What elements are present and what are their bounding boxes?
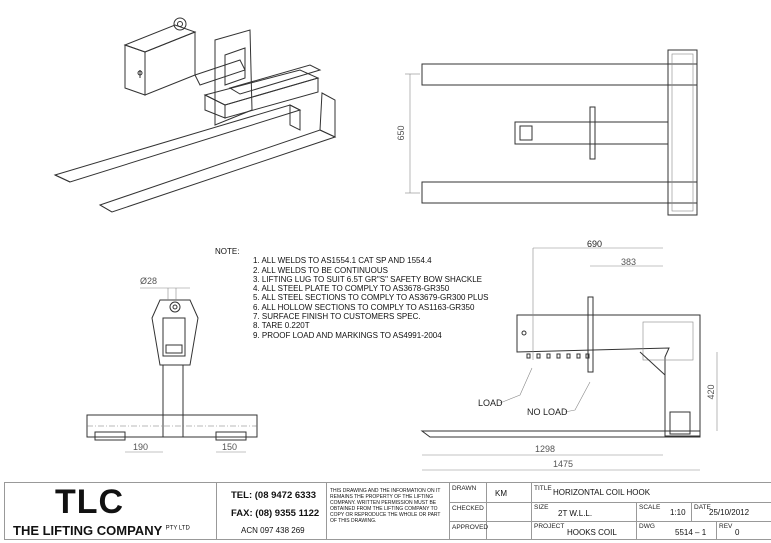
- approved-label: APPROVED: [452, 524, 489, 531]
- side-view: 690 383 420 1298 1475 LOAD NO LOAD: [420, 239, 718, 471]
- front-view: Ø28 190 150: [86, 276, 258, 453]
- top-view: 650: [396, 49, 698, 216]
- load-label: LOAD: [478, 398, 503, 408]
- info-col: [531, 483, 532, 540]
- dim-150: 150: [222, 442, 237, 452]
- dim-690: 690: [587, 239, 602, 249]
- fax: FAX: (08) 9355 1122: [231, 508, 320, 519]
- company-name: THE LIFTING COMPANY PTY LTD: [13, 523, 190, 538]
- note-item: 2. ALL WELDS TO BE CONTINUOUS: [253, 265, 388, 275]
- note-item: 7. SURFACE FINISH TO CUSTOMERS SPEC.: [253, 312, 421, 322]
- date-label: DATE: [694, 504, 711, 511]
- no-load-label: NO LOAD: [527, 407, 568, 417]
- scale-label: SCALE: [639, 504, 661, 511]
- note-item: 9. PROOF LOAD AND MARKINGS TO AS4991-200…: [253, 330, 442, 340]
- note-item: 8. TARE 0.220T: [253, 321, 310, 331]
- sign-col: [449, 483, 450, 540]
- dim-190: 190: [133, 442, 148, 452]
- company-label: THE LIFTING COMPANY: [13, 523, 163, 538]
- title-value: HORIZONTAL COIL HOOK: [553, 488, 651, 497]
- dim-383: 383: [621, 257, 636, 267]
- scale-value: 1:10: [670, 508, 686, 517]
- note-item: 1. ALL WELDS TO AS1554.1 CAT SP AND 1554…: [253, 256, 432, 266]
- row-divider: [449, 521, 771, 522]
- note-item: 6. ALL HOLLOW SECTIONS TO COMPLY TO AS11…: [253, 302, 475, 312]
- date-value: 25/10/2012: [709, 508, 750, 517]
- notes-heading: NOTE:: [215, 247, 240, 256]
- size-label: SIZE: [534, 504, 549, 511]
- date-col: [691, 502, 692, 521]
- dim-650: 650: [396, 125, 406, 140]
- sign-value-col: [486, 483, 487, 540]
- note-item: 4. ALL STEEL PLATE TO COMPLY TO AS3678-G…: [253, 284, 450, 294]
- drawn-label: DRAWN: [452, 485, 477, 492]
- note-item: 3. LIFTING LUG TO SUIT 6.5T GR"S" SAFETY…: [253, 274, 482, 284]
- project-label: PROJECT: [534, 523, 565, 530]
- dim-pin-diameter: Ø28: [140, 276, 157, 286]
- disclaimer-cell: THIS DRAWING AND THE INFORMATION ON IT R…: [326, 483, 449, 540]
- notes-list: 1. ALL WELDS TO AS1554.1 CAT SP AND 1554…: [215, 256, 489, 340]
- rev-col: [716, 521, 717, 540]
- drawn-value: KM: [495, 489, 507, 498]
- dim-1475: 1475: [553, 459, 573, 469]
- tel: TEL: (08 9472 6333: [231, 490, 317, 501]
- project-value: HOOKS COIL: [567, 528, 617, 537]
- dim-1298: 1298: [535, 444, 555, 454]
- contact-cell: TEL: (08 9472 6333 FAX: (08) 9355 1122 A…: [216, 483, 326, 540]
- acn: ACN 097 438 269: [241, 526, 305, 535]
- disclaimer: THIS DRAWING AND THE INFORMATION ON IT R…: [330, 488, 441, 524]
- logo: TLC: [55, 483, 125, 521]
- company-suffix: PTY LTD: [165, 525, 190, 532]
- title-label: TITLE: [534, 485, 552, 492]
- note-item: 5. ALL STEEL SECTIONS TO COMPLY TO AS367…: [253, 293, 489, 303]
- size-value: 2T W.L.L.: [558, 509, 593, 518]
- rev-value: 0: [735, 528, 740, 537]
- isometric-view: [53, 17, 337, 213]
- row-divider: [449, 502, 771, 503]
- dwg-value: 5514 – 1: [675, 528, 707, 537]
- notes: NOTE: 1. ALL WELDS TO AS1554.1 CAT SP AN…: [215, 247, 489, 340]
- checked-label: CHECKED: [452, 505, 484, 512]
- dim-420: 420: [706, 384, 716, 399]
- dwg-label: DWG: [639, 523, 655, 530]
- rev-label: REV: [719, 523, 733, 530]
- title-block: TLC THE LIFTING COMPANY PTY LTD TEL: (08…: [4, 482, 771, 540]
